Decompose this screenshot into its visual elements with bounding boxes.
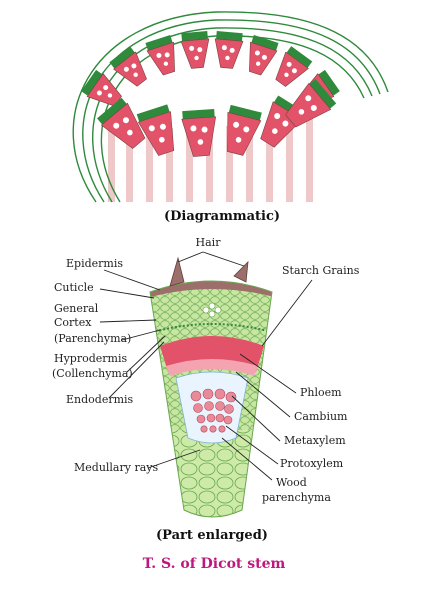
hair-left <box>169 256 185 287</box>
diagrammatic-section: (Diagrammatic) <box>72 11 389 224</box>
caption-diagrammatic: (Diagrammatic) <box>164 209 280 224</box>
vascular-bundles-inner <box>97 79 337 157</box>
label-hypodermis: Hyprodermis <box>54 352 127 365</box>
hair-right <box>233 260 249 283</box>
label-starch-grains: Starch Grains <box>282 264 360 277</box>
label-protoxylem: Protoxylem <box>280 457 344 470</box>
label-general: General <box>54 302 99 315</box>
label-phloem: Phloem <box>300 386 342 399</box>
cortex-rings <box>72 11 389 203</box>
label-hair: Hair <box>196 236 222 249</box>
label-cuticle: Cuticle <box>54 281 94 294</box>
labels: Hair Epidermis Starch Grains Cuticle Gen… <box>52 236 360 504</box>
enlarged-section: Hair Epidermis Starch Grains Cuticle Gen… <box>52 236 360 543</box>
label-endodermis: Endodermis <box>66 393 134 406</box>
label-wood: Wood <box>276 476 307 489</box>
label-cambium: Cambium <box>294 410 348 423</box>
label-medullary-rays: Medullary rays <box>74 461 158 474</box>
figure-title: T. S. of Dicot stem <box>143 556 286 572</box>
label-cortex: Cortex <box>54 316 92 329</box>
label-parenchyma: (Parenchyma) <box>54 332 131 345</box>
caption-part-enlarged: (Part enlarged) <box>156 528 268 543</box>
pointer-lines <box>99 251 313 481</box>
pith-rays <box>108 110 313 202</box>
label-parenchyma-wood: parenchyma <box>262 491 331 504</box>
label-epidermis: Epidermis <box>66 257 123 270</box>
label-collenchyma: (Collenchyma) <box>52 367 133 380</box>
label-metaxylem: Metaxylem <box>284 434 346 447</box>
